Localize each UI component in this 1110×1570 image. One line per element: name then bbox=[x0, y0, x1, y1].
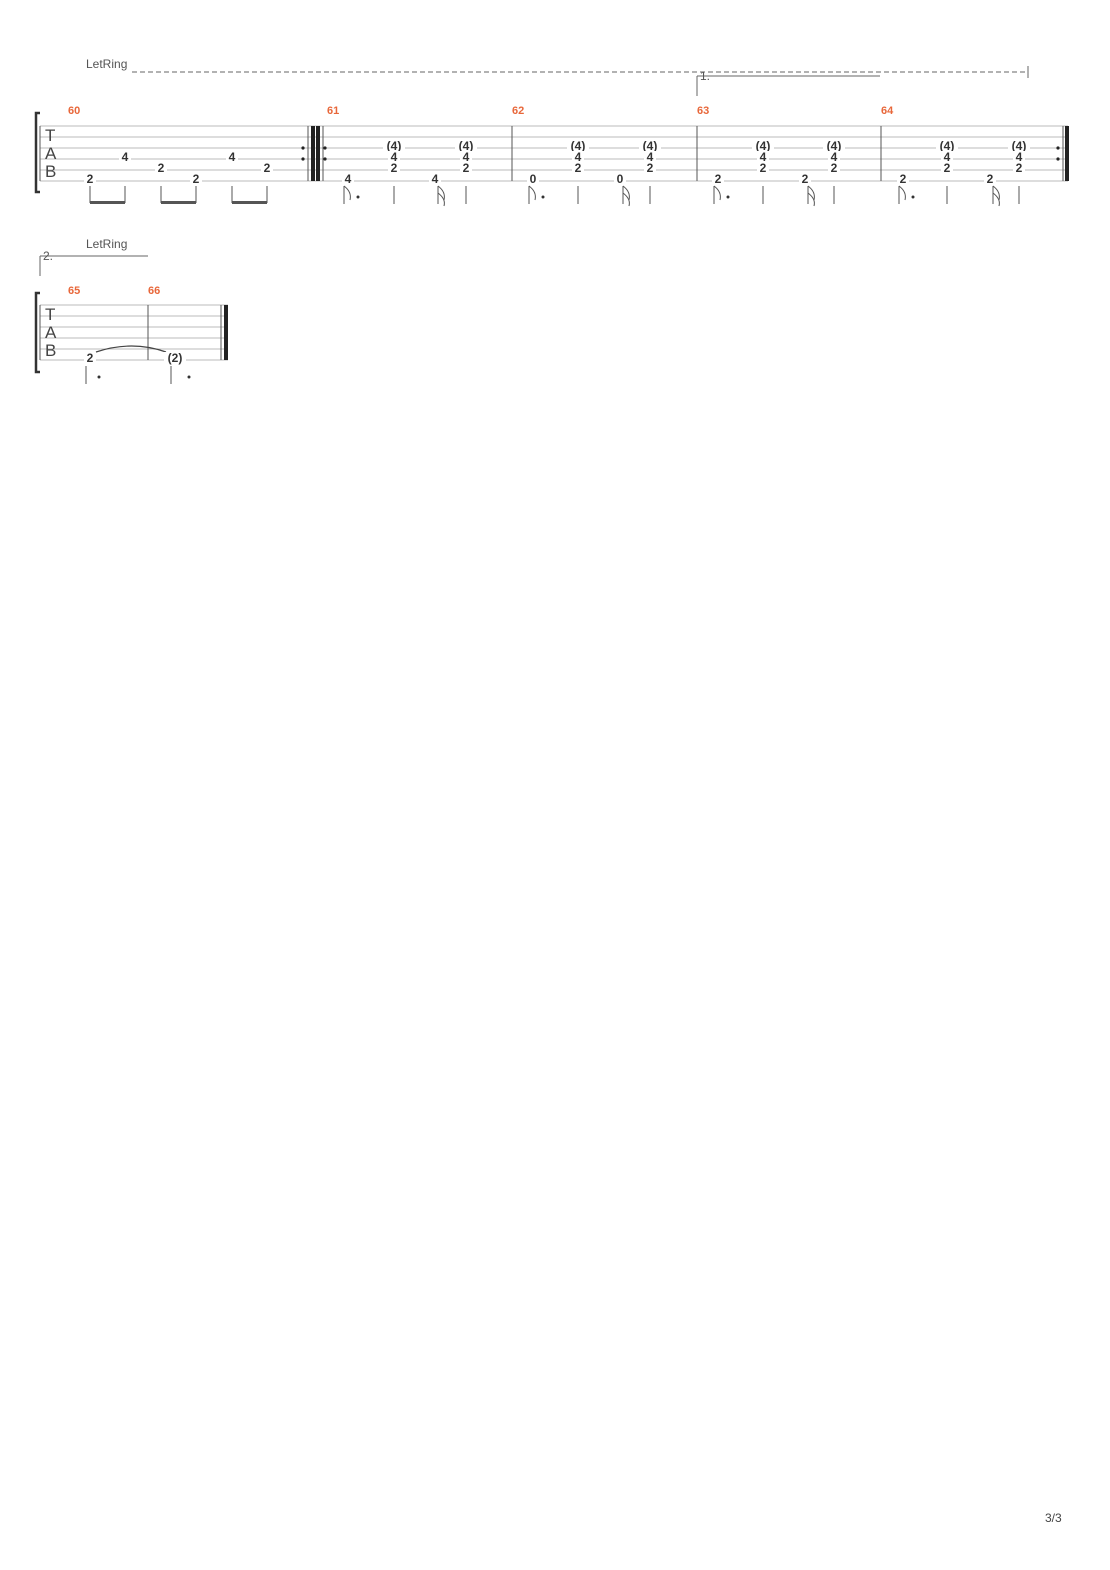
fret-number: (4) bbox=[387, 139, 402, 153]
fret-number: 4 bbox=[345, 172, 352, 186]
rhythm-bars-61-64 bbox=[343, 185, 1020, 207]
fret-number: 4 bbox=[432, 172, 439, 186]
bar-61-notes: 4 (4) 4 2 4 (4) 4 2 bbox=[342, 139, 477, 186]
svg-text:A: A bbox=[45, 144, 57, 163]
svg-text:B: B bbox=[45, 341, 56, 360]
fret-number: 4 bbox=[831, 150, 838, 164]
fret-number: 4 bbox=[760, 150, 767, 164]
fret-number: 4 bbox=[1016, 150, 1023, 164]
fret-number: 2 bbox=[575, 161, 582, 175]
fret-number: 4 bbox=[944, 150, 951, 164]
fret-number: 2 bbox=[87, 351, 94, 365]
fret-number: (4) bbox=[459, 139, 474, 153]
svg-text:T: T bbox=[45, 126, 55, 145]
fret-number: 2 bbox=[463, 161, 470, 175]
bar-number: 62 bbox=[512, 105, 524, 117]
fret-number: 2 bbox=[158, 161, 165, 175]
bar-number: 65 bbox=[68, 285, 80, 297]
bar-65-66-notes: 2 (2) bbox=[84, 351, 186, 365]
fret-number: 2 bbox=[900, 172, 907, 186]
staff-lines bbox=[40, 304, 228, 361]
barlines bbox=[39, 126, 1069, 181]
fret-number: 2 bbox=[944, 161, 951, 175]
bar-number: 61 bbox=[327, 105, 339, 117]
fret-number: 2 bbox=[264, 161, 271, 175]
fret-number: (4) bbox=[643, 139, 658, 153]
tie-arc bbox=[95, 345, 167, 353]
fret-number: 2 bbox=[647, 161, 654, 175]
tab-clef: T A B bbox=[45, 126, 57, 181]
let-ring-label: LetRing bbox=[86, 237, 127, 251]
fret-number: 2 bbox=[87, 172, 94, 186]
fret-number: (4) bbox=[571, 139, 586, 153]
bar-62-notes: 0 (4) 4 2 0 (4) 4 2 bbox=[527, 139, 661, 186]
fret-number: (4) bbox=[827, 139, 842, 153]
staff-lines bbox=[40, 125, 1068, 182]
system-bracket bbox=[34, 111, 40, 194]
fret-number: 2 bbox=[715, 172, 722, 186]
fret-number: (4) bbox=[940, 139, 955, 153]
fret-number: 2 bbox=[802, 172, 809, 186]
bar-number: 60 bbox=[68, 105, 80, 117]
fret-number: 4 bbox=[463, 150, 470, 164]
fret-number: 4 bbox=[391, 150, 398, 164]
bar-64-notes: 2 (4) 4 2 2 (4) 4 2 bbox=[897, 139, 1030, 186]
bar-60-notes: 2 4 2 2 4 2 bbox=[84, 150, 273, 186]
svg-text:B: B bbox=[45, 162, 56, 181]
bar-number: 64 bbox=[881, 105, 894, 117]
fret-number: 2 bbox=[193, 172, 200, 186]
fret-number: 0 bbox=[617, 172, 624, 186]
bar-number: 66 bbox=[148, 285, 160, 297]
fret-number: (2) bbox=[168, 351, 183, 365]
fret-number: 2 bbox=[1016, 161, 1023, 175]
tab-clef: T A B bbox=[45, 305, 57, 360]
system-2: LetRing 2. T A B 65 66 bbox=[34, 237, 228, 384]
fret-number: 4 bbox=[122, 150, 129, 164]
fret-number: 4 bbox=[647, 150, 654, 164]
ending-1-label: 1. bbox=[700, 69, 710, 83]
fret-number: 0 bbox=[530, 172, 537, 186]
bar-number: 63 bbox=[697, 105, 709, 117]
system-bracket bbox=[34, 291, 40, 374]
fret-number: 2 bbox=[831, 161, 838, 175]
fret-number: 2 bbox=[760, 161, 767, 175]
fret-number: (4) bbox=[1012, 139, 1027, 153]
svg-text:A: A bbox=[45, 323, 57, 342]
fret-number: 4 bbox=[575, 150, 582, 164]
svg-text:T: T bbox=[45, 305, 55, 324]
fret-number: 2 bbox=[391, 161, 398, 175]
fret-number: 2 bbox=[987, 172, 994, 186]
fret-number: (4) bbox=[756, 139, 771, 153]
ending-2-label: 2. bbox=[43, 249, 53, 263]
system-1: LetRing 1. T A B bbox=[34, 57, 1069, 207]
let-ring-label: LetRing bbox=[86, 57, 127, 71]
bar-63-notes: 2 (4) 4 2 2 (4) 4 2 bbox=[712, 139, 845, 186]
bar-60-rhythm bbox=[89, 186, 268, 204]
rhythm-bars-65-66 bbox=[85, 366, 191, 384]
barlines bbox=[39, 305, 228, 360]
page-number: 3/3 bbox=[1045, 1511, 1062, 1525]
ending-2-bracket: 2. bbox=[39, 249, 86, 276]
repeat-dots bbox=[301, 146, 1060, 161]
ending-1-bracket: 1. bbox=[696, 69, 880, 96]
fret-number: 4 bbox=[229, 150, 236, 164]
